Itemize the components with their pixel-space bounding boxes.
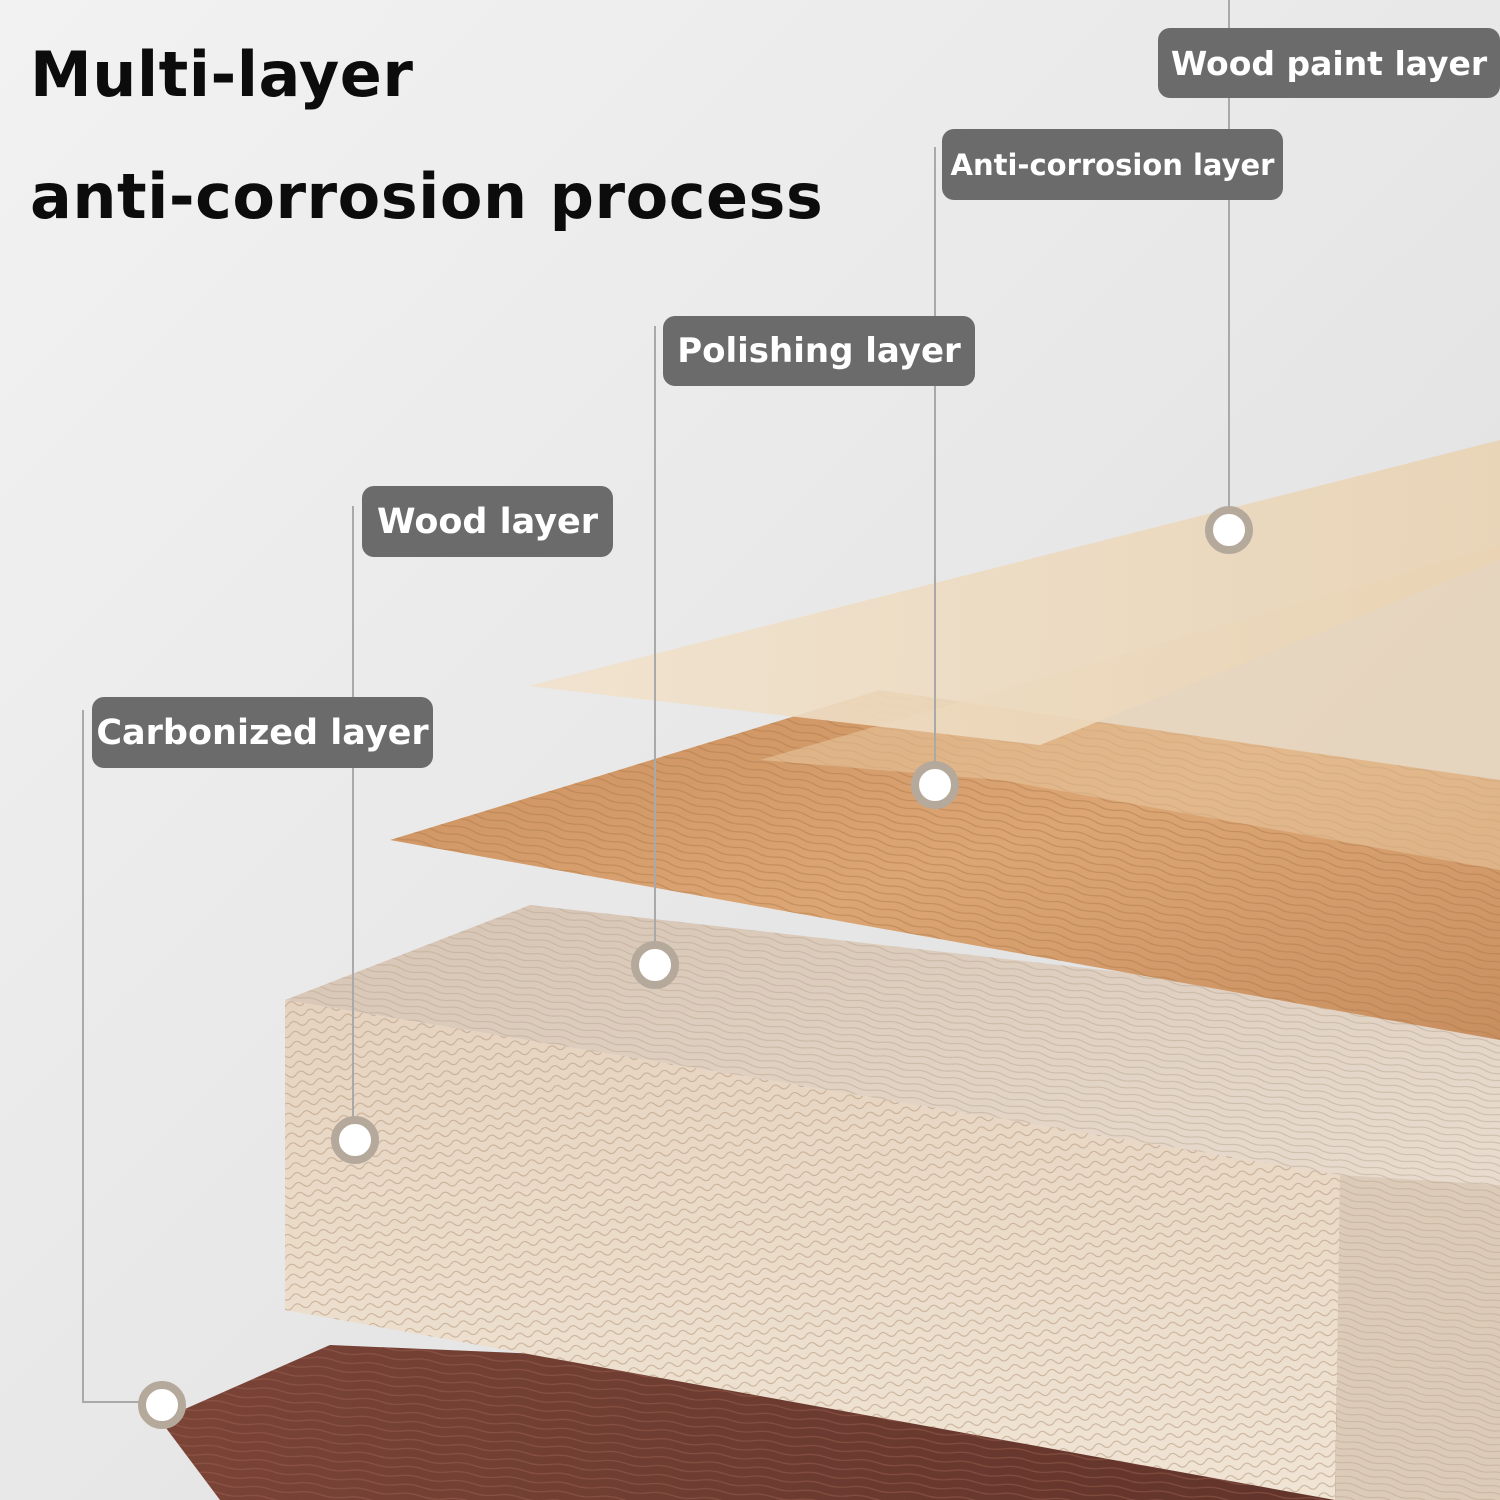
marker-dot-polish [631, 941, 679, 989]
wood-paint-layer-sheet [528, 440, 1500, 745]
leader-line-carbon [82, 710, 160, 1403]
marker-dot-anti [911, 761, 959, 809]
marker-dot-paint [1205, 506, 1253, 554]
label-wood-paint-layer: Wood paint layer [1158, 28, 1500, 98]
marker-dot-wood [331, 1116, 379, 1164]
title-line-1: Multi-layer [30, 38, 414, 111]
marker-dot-carbon [138, 1381, 186, 1429]
label-anti-corrosion-layer: Anti-corrosion layer [942, 129, 1283, 200]
marker-dots [138, 506, 1253, 1429]
label-wood-layer: Wood layer [362, 486, 613, 557]
title-line-2: anti-corrosion process [30, 160, 824, 233]
label-polishing-layer: Polishing layer [663, 316, 975, 386]
label-carbonized-layer: Carbonized layer [92, 697, 433, 768]
wood-layer-block [285, 905, 1500, 1500]
